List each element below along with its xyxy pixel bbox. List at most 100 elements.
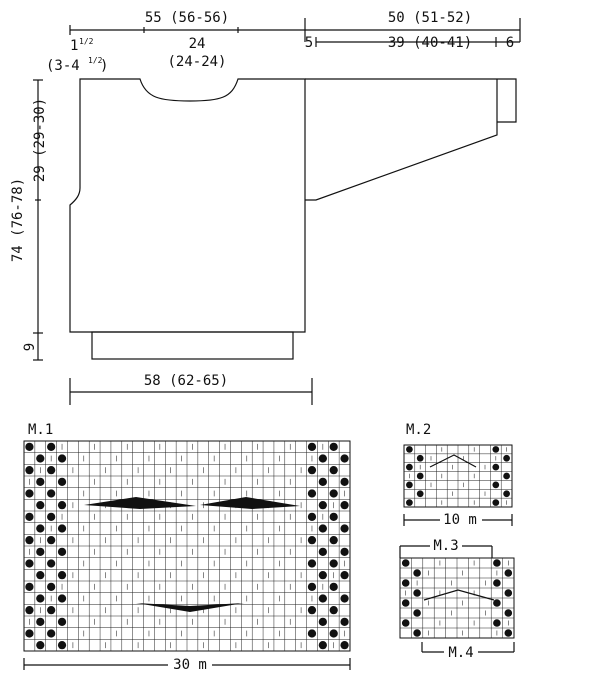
rib-band-outline (91, 331, 294, 360)
sleeve-cuff-label: 6 (506, 35, 514, 51)
stitch-dot (47, 489, 56, 498)
shoulder-width-sizes-end: ) (100, 58, 108, 74)
stitch-dot (329, 559, 338, 568)
stitch-dot (318, 617, 327, 626)
stitch-dot (307, 466, 317, 475)
stitch-dot (36, 617, 45, 626)
stitch-dot (36, 501, 45, 510)
stitch-dot (401, 619, 410, 627)
label-bg (430, 537, 462, 553)
stitch-dot (401, 579, 410, 587)
stitch-dot (329, 489, 338, 498)
chart-m3-m4-grid (399, 557, 515, 639)
stitch-dot (36, 454, 45, 463)
stitch-dot (329, 629, 338, 638)
stitch-dot (318, 454, 327, 463)
chart-m3-m4: M.3 M.4 (399, 537, 515, 661)
stitch-dot (318, 641, 327, 650)
armhole-depth-label: 29 (29-30) (32, 98, 48, 182)
stitch-dot (307, 489, 317, 498)
stitch-dot (318, 547, 327, 556)
shoulder-width-label: 1 (70, 38, 78, 54)
label-bg (168, 656, 212, 672)
stitch-dot (340, 594, 349, 603)
stitch-dot (340, 571, 349, 580)
stitch-dot (25, 559, 34, 568)
stitch-dot (25, 466, 34, 475)
stitch-dot (503, 472, 510, 480)
stitch-dot (504, 629, 513, 637)
stitch-dot (413, 589, 421, 597)
stitch-dot (340, 454, 349, 463)
stitch-dot (47, 559, 56, 568)
stitch-dot (493, 579, 501, 587)
stitch-dot (57, 501, 67, 510)
stitch-dot (57, 617, 67, 626)
stitch-dot (340, 524, 349, 533)
stitch-dot (307, 606, 317, 615)
sleeve-gap-label: 5 (305, 35, 313, 51)
chart-m1-width-label: 30 m (173, 657, 207, 673)
stitch-dot (307, 559, 317, 568)
chart-m1-motif (136, 603, 244, 612)
chart-m2-motif (429, 454, 477, 468)
stitch-dot (57, 641, 67, 650)
shoulder-width-sizes-fraction: 1/2 (88, 56, 103, 65)
sleeve-outline (305, 78, 517, 201)
stitch-dot (406, 446, 413, 453)
stitch-dot (318, 501, 327, 510)
stitch-dot (57, 571, 67, 580)
stitch-dot (318, 571, 327, 580)
chart-m1-grid (23, 440, 351, 652)
stitch-dot (307, 536, 317, 545)
stitch-dot (36, 571, 45, 580)
stitch-dot (25, 582, 34, 591)
stitch-dot (493, 619, 501, 627)
stitch-dot (329, 582, 338, 591)
stitch-dot (329, 536, 338, 545)
garment-schematic: 55 (56-56) 50 (51-52) 5 39 (40-41) 6 1 1… (10, 10, 521, 405)
stitch-dot (413, 629, 421, 637)
stitch-dot (36, 547, 45, 556)
stitch-dot (25, 606, 34, 615)
stitch-dot (57, 454, 67, 463)
stitch-dot (36, 524, 45, 533)
stitch-dot (57, 524, 67, 533)
rib-height-label: 9 (22, 343, 38, 351)
stitch-dot (406, 499, 413, 506)
stitch-dot (25, 536, 34, 545)
neck-width-sizes: (24-24) (167, 54, 226, 70)
stitch-dot (57, 477, 67, 486)
stitch-dot (47, 442, 56, 451)
stitch-dot (492, 446, 500, 453)
chart-m3-motif (423, 589, 495, 601)
shoulder-width-sizes: (3-4 (46, 58, 80, 74)
stitch-dot (36, 477, 45, 486)
stitch-dot (307, 442, 317, 451)
stitch-dot (492, 499, 500, 506)
stitch-dot (307, 582, 317, 591)
stitch-dot (492, 481, 500, 489)
stitch-dot (503, 490, 510, 498)
chart-m1-motif (84, 497, 196, 509)
stitch-dot (416, 472, 424, 480)
chart-m2-title: M.2 (406, 422, 431, 438)
stitch-dot (340, 641, 349, 650)
stitch-dot (318, 524, 327, 533)
stitch-dot (329, 442, 338, 451)
stitch-dot (504, 589, 513, 597)
stitch-dot (25, 512, 34, 521)
stitch-dot (307, 512, 317, 521)
stitch-dot (416, 454, 424, 462)
neck-width-label: 24 (189, 36, 206, 52)
stitch-dot (47, 536, 56, 545)
stitch-dot (504, 609, 513, 617)
stitch-dot (47, 512, 56, 521)
stitch-dot (36, 641, 45, 650)
stitch-dot (401, 559, 410, 567)
total-length-label: 74 (76-78) (10, 178, 26, 262)
stitch-dot (340, 501, 349, 510)
stitch-dot (57, 547, 67, 556)
stitch-dot (47, 606, 56, 615)
